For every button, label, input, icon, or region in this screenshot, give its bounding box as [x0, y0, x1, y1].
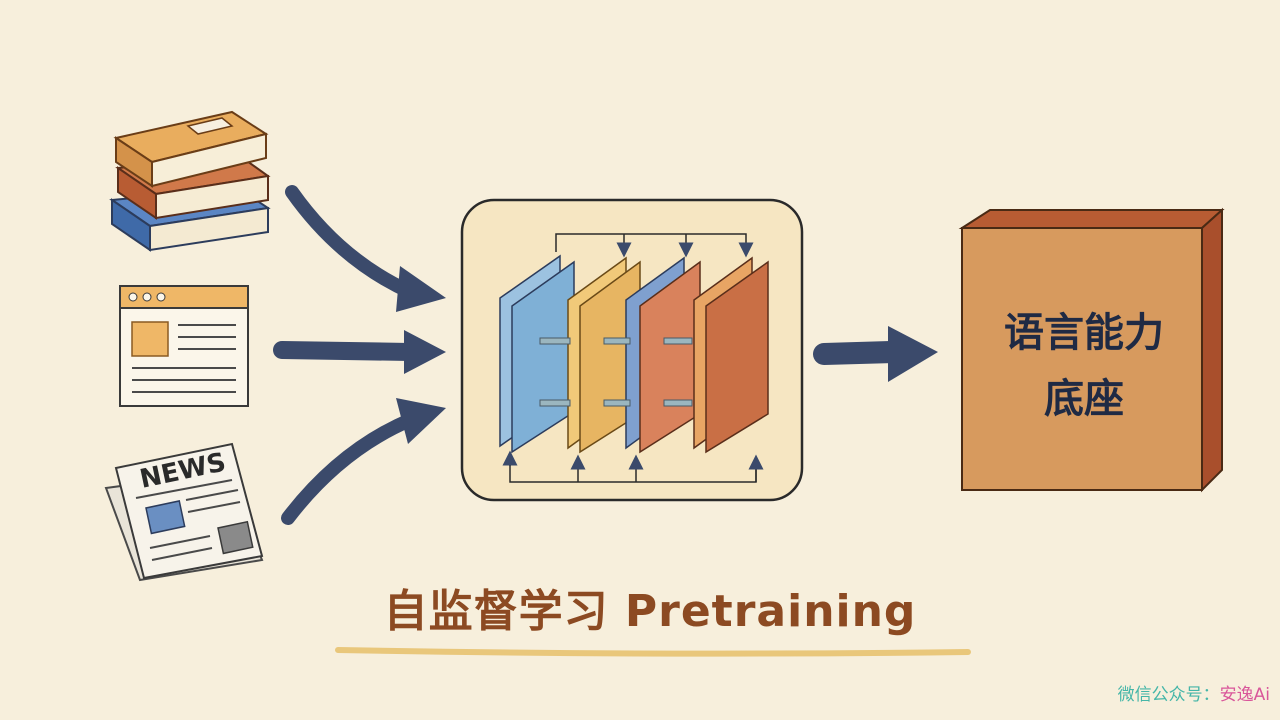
- output-box-label: 语言能力 底座: [963, 300, 1205, 432]
- transformer-layers-icon: [460, 198, 804, 502]
- watermark: 微信公众号：安逸Ai: [1060, 680, 1270, 705]
- books-stack-icon: [109, 110, 271, 252]
- input-arrows: [273, 185, 446, 525]
- output-label-line2: 底座: [1044, 376, 1124, 422]
- output-box: [958, 207, 1225, 493]
- watermark-name: 安逸Ai: [1219, 685, 1270, 705]
- browser-window-icon: [119, 285, 249, 407]
- output-arrow: [813, 326, 938, 382]
- newspaper-icon: NEWS: [104, 442, 264, 582]
- caption-underline: [335, 647, 971, 657]
- diagram-caption: 自监督学习 Pretraining: [383, 586, 917, 637]
- watermark-prefix: 微信公众号：: [1117, 685, 1220, 705]
- output-label-line1: 语言能力: [1004, 310, 1164, 356]
